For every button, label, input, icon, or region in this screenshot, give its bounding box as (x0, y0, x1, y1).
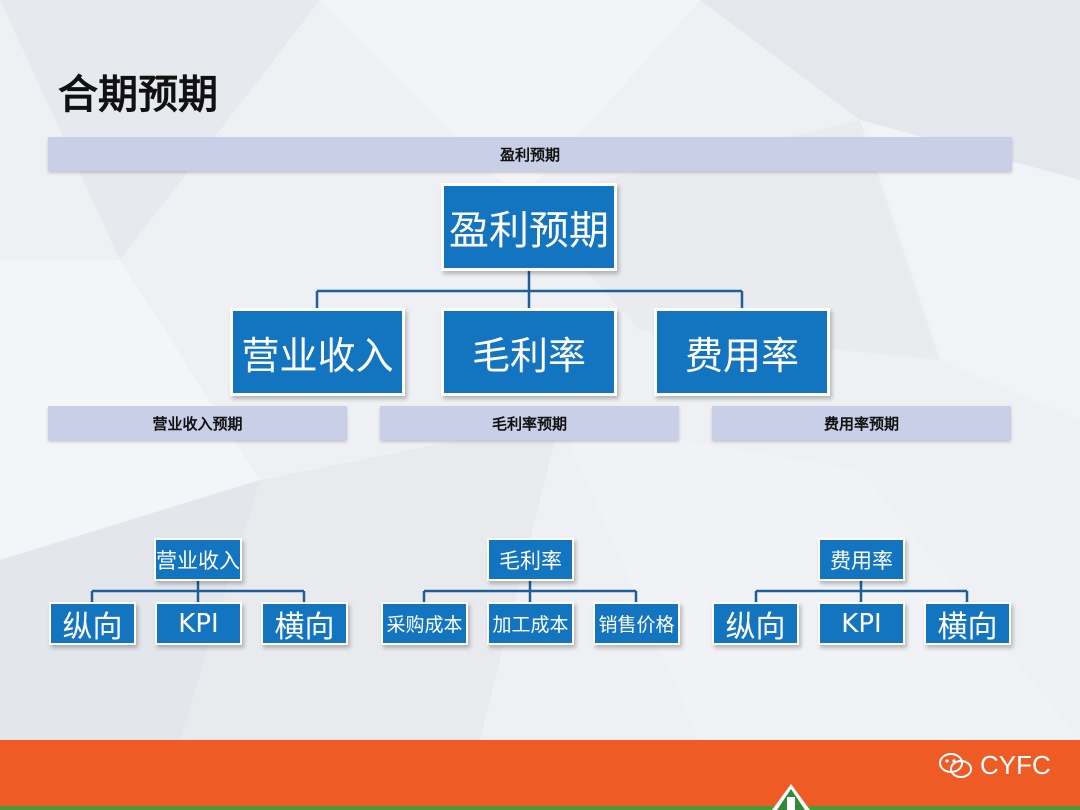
node-expense-ratio: 费用率 (654, 308, 830, 396)
leaf-horizontal: 横向 (261, 602, 348, 645)
subtree-root-expense-ratio: 费用率 (818, 538, 905, 581)
leaf-vertical: 纵向 (49, 602, 136, 645)
band-expense-forecast: 费用率预期 (712, 406, 1011, 440)
background-pattern (0, 480, 260, 740)
node-profit-forecast: 盈利预期 (441, 183, 617, 271)
watermark-text: CYFC (980, 750, 1051, 780)
leaf-kpi: KPI (155, 602, 242, 645)
page-title: 合期预期 (58, 72, 218, 118)
leaf-processing-cost: 加工成本 (487, 602, 574, 645)
logo-icon (772, 784, 810, 810)
band-revenue-forecast: 营业收入预期 (48, 406, 347, 440)
node-gross-margin: 毛利率 (441, 308, 617, 396)
tree-connectors (90, 271, 969, 602)
leaf-vertical: 纵向 (712, 602, 799, 645)
watermark: CYFC (938, 750, 1051, 781)
leaf-kpi: KPI (818, 602, 905, 645)
band-profit-forecast: 盈利预期 (48, 137, 1012, 171)
subtree-root-revenue: 营业收入 (154, 538, 242, 581)
footer-bar (0, 740, 1080, 810)
subtree-root-gross-margin: 毛利率 (487, 538, 574, 581)
node-revenue: 营业收入 (230, 308, 405, 396)
leaf-horizontal: 横向 (924, 602, 1011, 645)
band-margin-forecast: 毛利率预期 (380, 406, 679, 440)
leaf-sales-price: 销售价格 (593, 602, 680, 645)
leaf-purchase-cost: 采购成本 (381, 602, 468, 645)
wechat-icon (939, 752, 972, 778)
footer-strip (0, 806, 1080, 810)
